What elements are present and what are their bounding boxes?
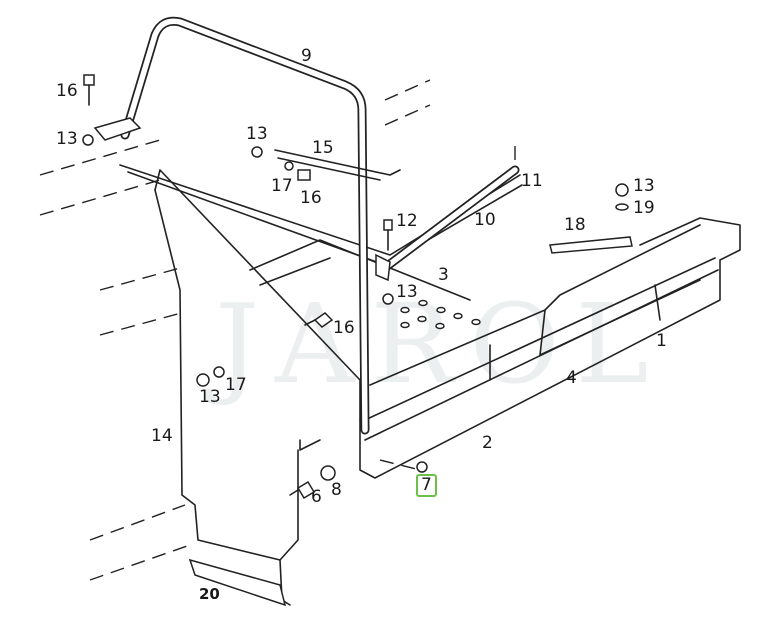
roll-bar: [93, 16, 370, 435]
callout-7-highlighted[interactable]: 7: [416, 474, 437, 497]
callout-2: 2: [482, 433, 493, 453]
callout-17: 17: [271, 176, 293, 196]
callout-16: 16: [333, 318, 355, 338]
plate-holes: [400, 299, 481, 330]
callout-13: 13: [56, 129, 78, 149]
callout-11: 11: [521, 171, 543, 191]
callout-15: 15: [312, 138, 334, 158]
callout-13: 13: [246, 124, 268, 144]
callout-6: 6: [311, 487, 322, 507]
fasteners: [82, 74, 629, 607]
callout-17: 17: [225, 375, 247, 395]
callout-8: 8: [331, 480, 342, 500]
callout-4: 4: [566, 368, 577, 388]
callout-14: 14: [151, 426, 173, 446]
callout-3: 3: [438, 265, 449, 285]
watermark: JAROL: [215, 280, 665, 408]
callout-16: 16: [56, 81, 78, 101]
mounting-lines: [39, 79, 516, 581]
callout-18: 18: [564, 215, 586, 235]
callout-13: 13: [396, 282, 418, 302]
callout-13: 13: [199, 387, 221, 407]
callout-9: 9: [301, 46, 312, 66]
callout-13: 13: [633, 176, 655, 196]
callout-1: 1: [656, 331, 667, 351]
callout-10: 10: [474, 210, 496, 230]
callout-20: 20: [199, 585, 220, 603]
callout-16: 16: [300, 188, 322, 208]
braces: [274, 149, 633, 282]
callout-12: 12: [396, 211, 418, 231]
callout-19: 19: [633, 198, 655, 218]
